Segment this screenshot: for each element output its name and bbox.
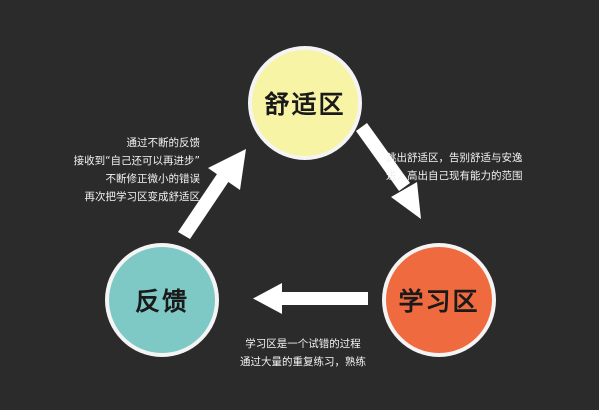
caption-line: 再次把学习区变成舒适区	[84, 191, 201, 203]
arrow-comfort-to-learning	[356, 123, 421, 219]
caption-line: 学习区是一个试错的过程	[245, 338, 361, 350]
comfort-zone-label: 舒适区	[264, 90, 346, 119]
caption-line: 接收到“自己还可以再进步”	[73, 155, 200, 167]
caption-line: 进入高出自己现有能力的范围	[386, 170, 523, 182]
caption-line: 不断修正微小的错误	[105, 173, 201, 185]
arrow-feedback-to-comfort	[178, 149, 246, 239]
arrow-learning-to-feedback	[253, 283, 368, 314]
feedback-node: 反馈	[109, 247, 215, 353]
comfort-to-learning-caption: 跳出舒适区，告别舒适与安逸 进入高出自己现有能力的范围	[386, 149, 523, 185]
learning-zone-label: 学习区	[398, 287, 480, 316]
caption-line: 通过大量的重复练习，熟练	[240, 356, 366, 368]
feedback-label: 反馈	[134, 287, 189, 316]
comfort-zone-node: 舒适区	[252, 50, 358, 156]
feedback-to-comfort-caption: 通过不断的反馈 接收到“自己还可以再进步” 不断修正微小的错误 再次把学习区变成…	[74, 134, 200, 206]
caption-line: 跳出舒适区，告别舒适与安逸	[386, 152, 523, 164]
caption-line: 通过不断的反馈	[126, 137, 201, 149]
learning-zone-node: 学习区	[386, 247, 492, 353]
learning-to-feedback-caption: 学习区是一个试错的过程 通过大量的重复练习，熟练	[240, 335, 366, 371]
